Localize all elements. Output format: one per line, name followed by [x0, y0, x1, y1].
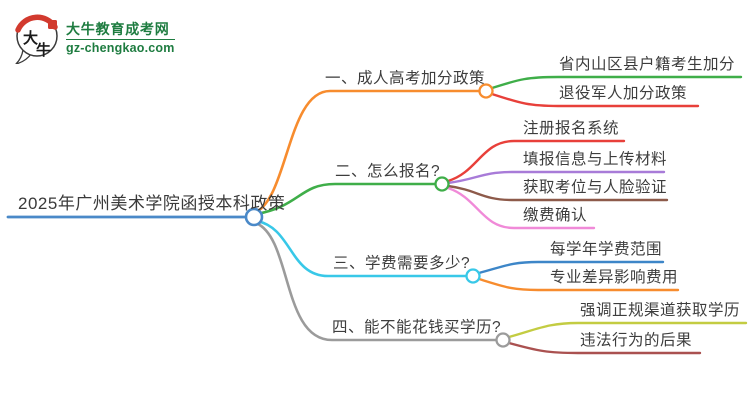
bull-speech-bubble-icon: 大 牛 [15, 14, 58, 64]
central-node-circle [244, 207, 264, 227]
branch-3-node-circle [465, 268, 481, 284]
logo-divider [66, 39, 175, 40]
subtopic-3-1-connector [477, 260, 665, 275]
branch-4-label: 四、能不能花钱买学历? [332, 319, 502, 336]
logo-char-1: 大 [23, 29, 38, 47]
site-logo[interactable]: 大 牛 大牛教育成考网 gz-chengkao.com [12, 12, 175, 64]
subtopic-2-3-connector [446, 184, 669, 202]
central-topic: 2025年广州美术学院函授本科政策 [18, 194, 286, 213]
subtopic-4-2-label: 违法行为的后果 [580, 332, 693, 349]
subtopic-1-1-connector [490, 75, 743, 90]
branch-1-label: 一、成人高考加分政策 [325, 70, 486, 87]
subtopic-4-2-connector [507, 341, 702, 355]
branch-1-node-circle [478, 83, 494, 99]
subtopic-2-1-connector [446, 139, 626, 183]
branch-2-node-circle [434, 176, 450, 192]
logo-text-block: 大牛教育成考网 gz-chengkao.com [66, 21, 175, 55]
subtopic-2-2-label: 填报信息与上传材料 [523, 151, 668, 168]
red-seal-icon [48, 20, 57, 29]
subtopic-2-4-connector [446, 186, 596, 230]
logo-char-2: 牛 [36, 41, 51, 59]
branch-1-connector [254, 89, 481, 214]
site-url: gz-chengkao.com [66, 41, 175, 55]
branch-3-connector [255, 219, 469, 278]
subtopic-3-2-label: 专业差异影响费用 [550, 269, 679, 286]
subtopic-2-4-label: 缴费确认 [523, 207, 588, 224]
branch-2-connector [255, 182, 438, 216]
branch-4-node-circle [495, 332, 511, 348]
subtopic-2-3-label: 获取考位与人脸验证 [523, 179, 668, 196]
subtopic-1-1-label: 省内山区县户籍考生加分 [559, 56, 736, 73]
branch-3-label: 三、学费需要多少? [333, 255, 471, 272]
subtopic-2-2-connector [446, 170, 666, 185]
subtopic-1-2-label: 退役军人加分政策 [559, 85, 688, 102]
subtopic-3-1-label: 每学年学费范围 [550, 241, 663, 258]
branch-2-label: 二、怎么报名? [335, 163, 441, 180]
site-name: 大牛教育成考网 [66, 21, 170, 37]
subtopic-2-1-label: 注册报名系统 [523, 120, 620, 137]
subtopic-3-2-connector [477, 277, 680, 292]
branch-4-connector [254, 221, 499, 342]
subtopic-1-2-connector [490, 92, 700, 108]
subtopic-4-1-connector [507, 321, 748, 339]
subtopic-4-1-label: 强调正规渠道获取学历 [580, 302, 741, 319]
